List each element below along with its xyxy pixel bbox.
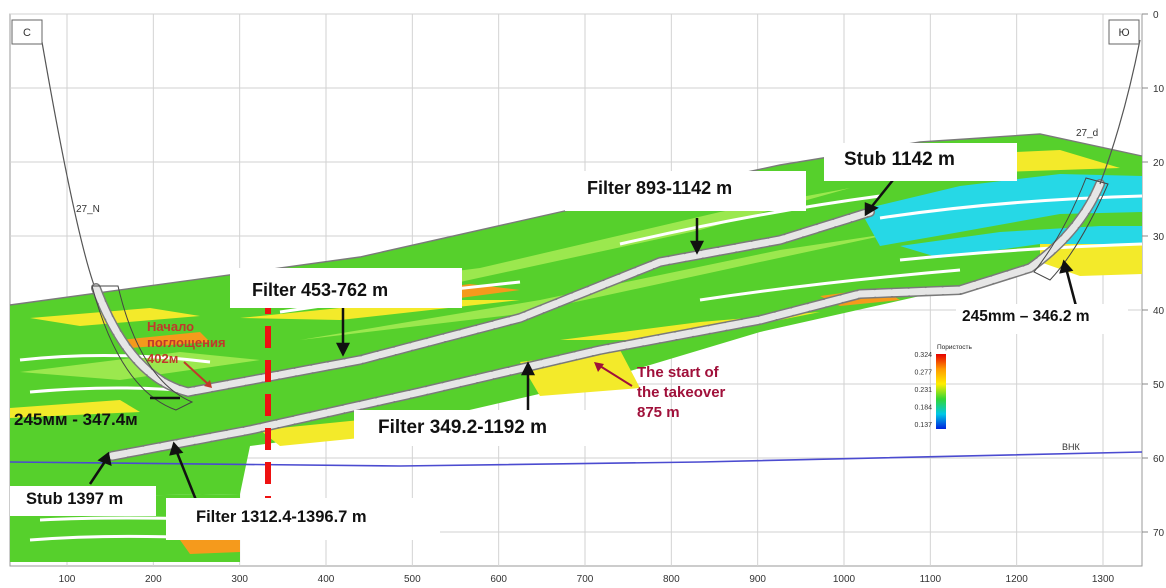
legend-tick-label: 0.231 <box>914 387 932 394</box>
x-tick-label: 300 <box>231 574 248 585</box>
corner-box-right <box>1108 19 1140 45</box>
layer-cyan-2 <box>900 226 1142 258</box>
y-tick-label: 10 <box>1153 84 1165 95</box>
x-tick-label: 400 <box>318 574 335 585</box>
callout-filter-893: Filter 893-1142 m <box>565 171 806 211</box>
layer-orange-3 <box>180 536 240 554</box>
x-tick-label: 600 <box>490 574 507 585</box>
well-label-27n: 27_N <box>76 204 100 215</box>
layer-yellow-4 <box>260 420 380 446</box>
reservoir-layers <box>10 134 1143 562</box>
annotation-arrows <box>183 361 633 388</box>
y-tick-label: 30 <box>1153 232 1165 243</box>
legend-ticks: 0.324 0.277 0.231 0.184 0.137 <box>914 352 932 429</box>
label-takeover-1: The start of <box>637 364 719 381</box>
label-takeover-2: the takeover <box>637 384 726 401</box>
x-tick-label: 1200 <box>1006 574 1029 585</box>
y-axis: 0 10 20 30 40 50 60 70 <box>1142 10 1165 539</box>
legend-tick-label: 0.277 <box>914 370 932 377</box>
y-tick-label: 0 <box>1153 10 1159 21</box>
layer-yellow-1 <box>30 308 200 326</box>
label-casing-left: 245мм - 347.4м <box>14 410 138 429</box>
water-oil-contact-line <box>9 451 1143 467</box>
callout-stub-1142: Stub 1142 m <box>824 143 1017 181</box>
x-tick-label: 100 <box>59 574 76 585</box>
corner-box-left <box>11 19 43 45</box>
layer-light-band-2 <box>300 232 900 340</box>
y-tick-label: 20 <box>1153 158 1165 169</box>
label-nachalo-2: поглощения <box>147 335 226 350</box>
well-label-27d: 27_d <box>1076 128 1098 139</box>
y-tick-label: 60 <box>1153 454 1165 465</box>
pointer-arrows <box>88 179 1078 501</box>
reservoir-top-line <box>9 133 1143 306</box>
x-axis: 100 200 300 400 500 600 700 800 900 1000 1100 1200 1… <box>59 574 1115 585</box>
callout-casing-right: 245mm – 346.2 m <box>956 304 1128 334</box>
legend-colorbar <box>936 354 946 429</box>
label-takeover-3: 875 m <box>637 404 680 421</box>
y-tick-label: 50 <box>1153 380 1165 391</box>
x-tick-label: 1000 <box>833 574 856 585</box>
layer-orange-4 <box>120 332 210 348</box>
casing-outline-right <box>1033 177 1109 281</box>
x-tick-label: 1300 <box>1092 574 1115 585</box>
y-tick-label: 40 <box>1153 306 1165 317</box>
callout-filter-1312: Filter 1312.4-1396.7 m <box>166 498 440 540</box>
x-tick-label: 200 <box>145 574 162 585</box>
callout-stub-1397: Stub 1397 m <box>10 486 156 516</box>
legend-tick-label: 0.324 <box>914 352 932 359</box>
x-tick-label: 900 <box>749 574 766 585</box>
layer-yellow-7 <box>10 400 140 418</box>
wellbore-upper <box>91 207 875 398</box>
vnk-label: ВНК <box>1062 442 1081 452</box>
casing-outline-left <box>91 285 194 411</box>
well-27d-trajectory <box>1099 39 1141 185</box>
reservoir-main <box>10 134 1142 497</box>
legend-title: Пористость <box>937 344 973 351</box>
layer-cyan <box>860 174 1142 246</box>
legend-tick-label: 0.137 <box>914 422 932 429</box>
callout-filter-453: Filter 453-762 m <box>230 268 462 308</box>
label-nachalo-1: Начало <box>147 319 195 334</box>
x-tick-label: 500 <box>404 574 421 585</box>
callout-filter-349: Filter 349.2-1192 m <box>354 410 604 446</box>
x-tick-label: 800 <box>663 574 680 585</box>
x-tick-label: 700 <box>577 574 594 585</box>
x-tick-label: 1100 <box>920 574 942 585</box>
label-nachalo-3: 402м <box>147 351 179 366</box>
corner-label-right: Ю <box>1118 27 1129 39</box>
legend-tick-label: 0.184 <box>914 405 932 412</box>
porosity-legend: Пористость 0.324 0.277 0.231 0.184 0.137 <box>914 344 973 429</box>
corner-label-left: С <box>23 27 31 39</box>
y-tick-label: 70 <box>1153 528 1165 539</box>
